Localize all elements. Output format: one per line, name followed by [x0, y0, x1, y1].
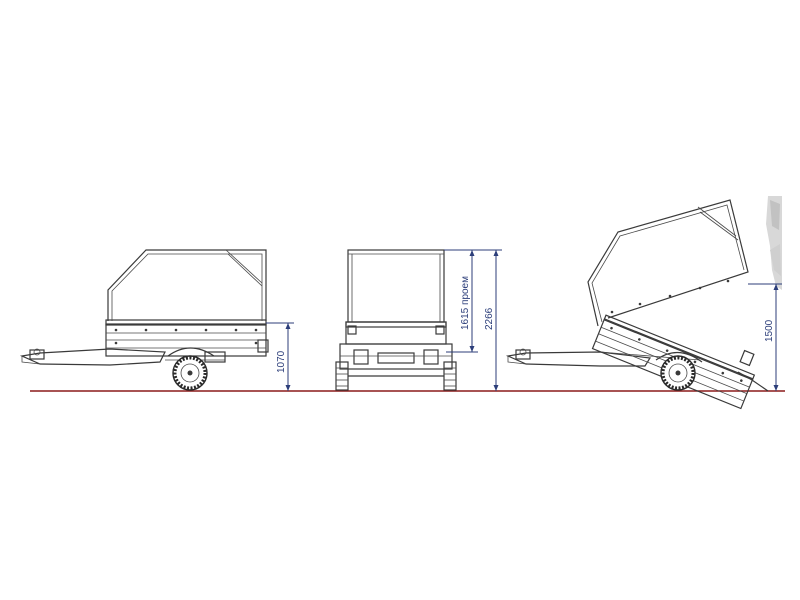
dimension-opening-height-label: 1615 проем — [460, 276, 471, 330]
dimension-tilt-height-label: 1500 — [764, 319, 775, 342]
dimension-total-height: 2266 — [478, 249, 502, 391]
tilted-side-view — [505, 199, 769, 410]
rear-view — [335, 249, 457, 391]
side-view — [19, 249, 269, 391]
background-remnant — [766, 196, 782, 290]
dimension-opening-height: 1615 проем — [444, 249, 478, 353]
dimension-side-height-label: 1070 — [276, 350, 287, 373]
dimension-tilt-height: 1500 — [748, 283, 782, 391]
dimension-side-height: 1070 — [266, 322, 294, 391]
dimension-total-height-label: 2266 — [484, 307, 495, 330]
